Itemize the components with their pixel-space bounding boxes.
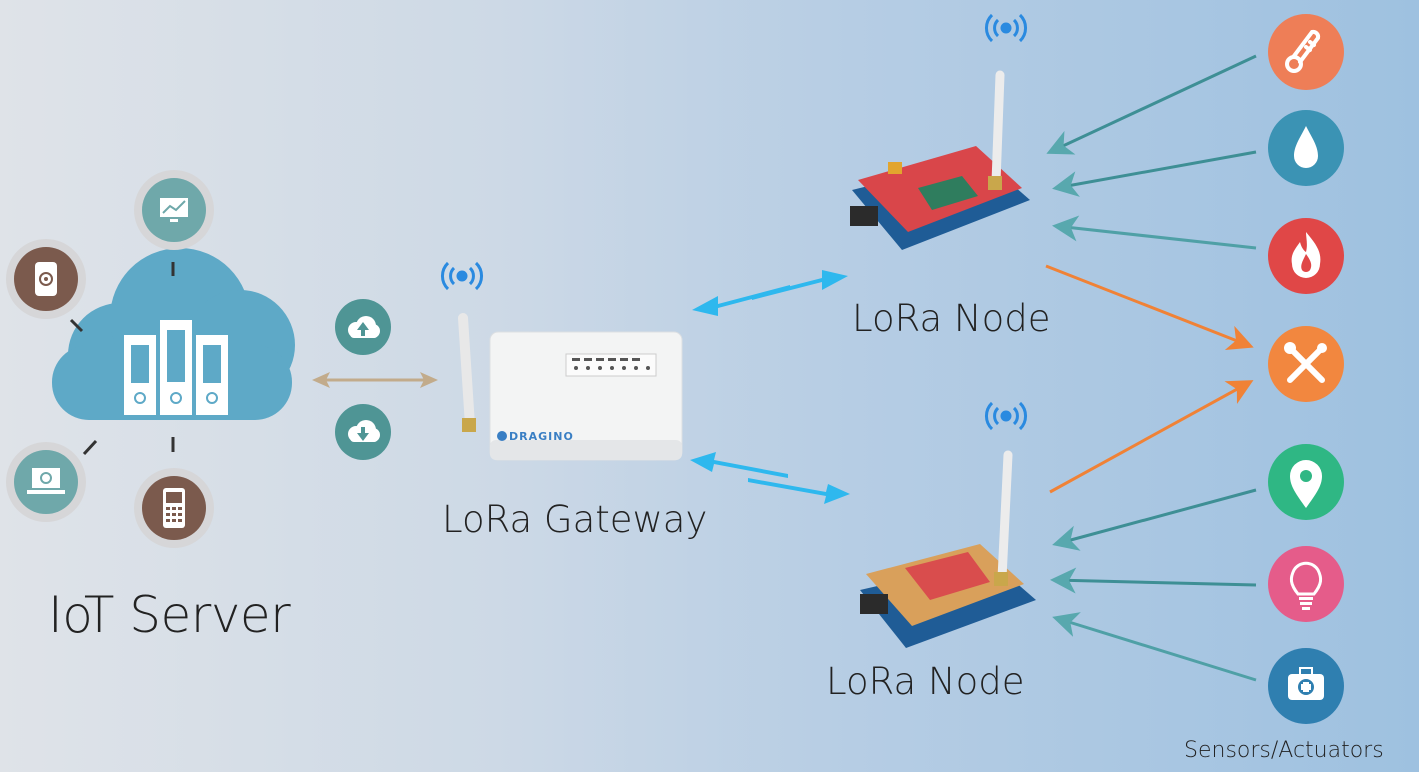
cloud-upload-icon: [335, 299, 391, 355]
first-aid-kit-icon: [1268, 648, 1344, 724]
gateway-node1-link: [692, 270, 848, 316]
lora-node-1-device: [850, 70, 1030, 250]
sensors-actuators-label: Sensors/Actuators: [1184, 738, 1384, 763]
server-rack-icon: [124, 320, 228, 415]
water-drop-icon: [1268, 110, 1344, 186]
feature-phone-icon: [134, 468, 214, 548]
lora-node-2-device: [860, 450, 1036, 648]
lora-gateway-label: LoRa Gateway: [442, 498, 708, 541]
iot-server-cloud: [52, 248, 295, 420]
cloud-download-icon: [335, 404, 391, 460]
smartphone-icon: [6, 239, 86, 319]
thermometer-icon: [1268, 14, 1344, 90]
lora-gateway-device: [458, 313, 683, 461]
analytics-monitor-icon: [134, 170, 214, 250]
node1-wireless-icon: [985, 13, 1027, 43]
actuator-arrows: [1045, 264, 1254, 494]
light-bulb-icon: [1268, 546, 1344, 622]
gateway-wireless-icon: [441, 261, 483, 291]
lora-node-2-label: LoRa Node: [826, 660, 1025, 703]
device-connectors: [69, 262, 175, 456]
fire-icon: [1268, 218, 1344, 294]
iot-server-label: IoT Server: [48, 586, 291, 644]
tools-icon: [1268, 326, 1344, 402]
gateway-brand-label: DRAGINO: [509, 430, 574, 443]
laptop-icon: [6, 442, 86, 522]
gateway-node2-link: [690, 452, 850, 504]
sensor-arrows: [1046, 54, 1257, 682]
node2-wireless-icon: [985, 401, 1027, 431]
lora-node-1-label: LoRa Node: [852, 297, 1051, 340]
location-pin-icon: [1268, 444, 1344, 520]
server-gateway-link: [312, 372, 438, 388]
